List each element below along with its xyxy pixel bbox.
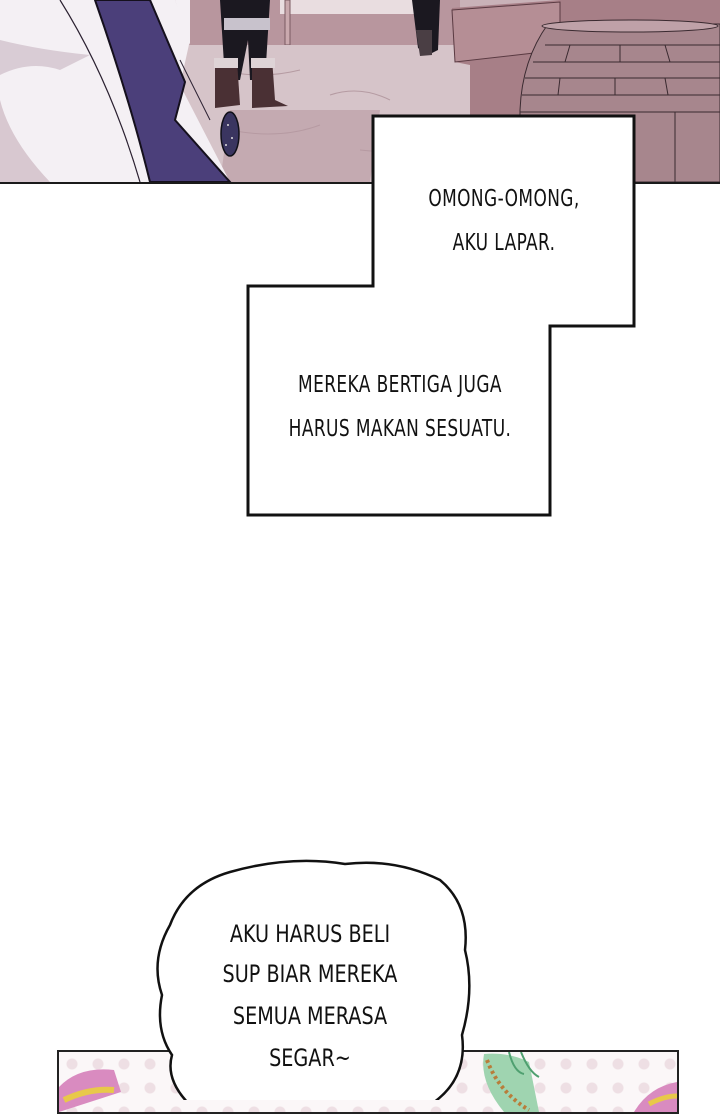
- bubble-line-2: SUP BIAR MEREKA: [222, 960, 398, 988]
- caption-line-1: OMONG-OMONG,: [428, 186, 580, 212]
- bubble-line-1: AKU HARUS BELI: [229, 920, 391, 948]
- caption-line-4: HARUS MAKAN SESUATU.: [288, 416, 512, 442]
- bubble-line-4: SEGAR~: [269, 1044, 351, 1072]
- caption-line-2: AKU LAPAR.: [452, 230, 556, 256]
- caption-line-3: MEREKA BERTIGA JUGA: [298, 372, 502, 398]
- background-figure-legs: [214, 0, 440, 108]
- bubble-line-3: SEMUA MERASA: [232, 1002, 388, 1030]
